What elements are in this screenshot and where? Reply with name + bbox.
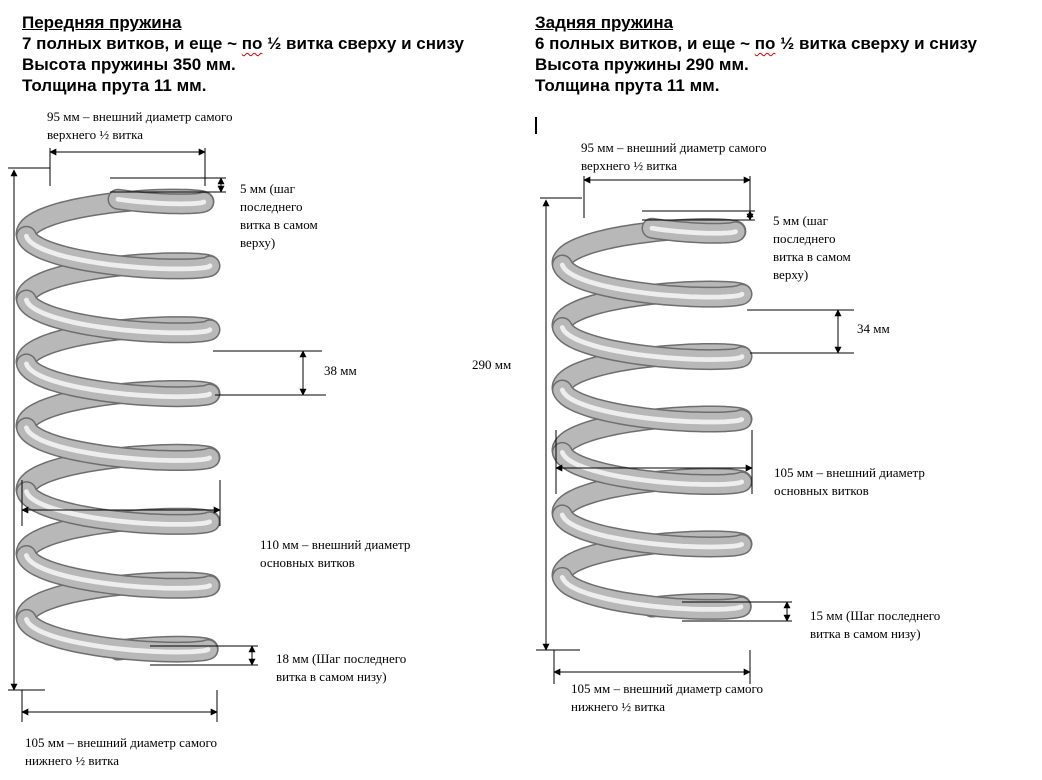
coil-path bbox=[559, 225, 745, 612]
text-cursor bbox=[535, 117, 537, 134]
front-spring-height-line: Высота пружины 350 мм. bbox=[22, 55, 236, 74]
coil-path bbox=[24, 196, 213, 655]
rear-pitch-label: 34 мм bbox=[857, 321, 890, 336]
rear-height-label: 290 мм bbox=[472, 357, 512, 372]
front-spring-coils-line: 7 полных витков, и еще ~ по ½ витка свер… bbox=[22, 34, 464, 53]
front-dimension-lines bbox=[8, 148, 326, 722]
rear-spring-height-line: Высота пружины 290 мм. bbox=[535, 55, 749, 74]
spellcheck-word: по bbox=[241, 34, 263, 53]
rear-spring-image bbox=[551, 217, 753, 620]
rear-spring-thickness-line: Толщина прута 11 мм. bbox=[535, 76, 720, 95]
front-top-pitch-label: 5 мм (шаг последнего витка в самом верху… bbox=[240, 181, 318, 250]
rear-top-pitch-label: 5 мм (шаг последнего витка в самом верху… bbox=[773, 213, 851, 282]
front-spring-image bbox=[15, 188, 221, 663]
front-pitch-label: 38 мм bbox=[324, 363, 357, 378]
rear-bottom-pitch-label: 15 мм (Шаг последнего витка в самом низу… bbox=[810, 608, 941, 641]
front-main-diameter-label: 110 мм – внешний диаметр основных витков bbox=[260, 537, 411, 570]
rear-spring-title: Задняя пружина bbox=[535, 13, 674, 32]
front-spring-title: Передняя пружина bbox=[22, 13, 182, 32]
front-spring-thickness-line: Толщина прута 11 мм. bbox=[22, 76, 207, 95]
front-bottom-pitch-label: 18 мм (Шаг последнего витка в самом низу… bbox=[276, 651, 407, 684]
rear-spring-heading: Задняя пружина 6 полных витков, и еще ~ … bbox=[535, 12, 977, 96]
front-bottom-diameter-label: 105 мм – внешний диаметр самого нижнего … bbox=[25, 735, 218, 768]
front-top-diameter-label: 95 мм – внешний диаметр самого верхнего … bbox=[47, 109, 233, 142]
rear-spring-coils-line: 6 полных витков, и еще ~ по ½ витка свер… bbox=[535, 34, 977, 53]
rear-main-diameter-label: 105 мм – внешний диаметр основных витков bbox=[774, 465, 925, 498]
spellcheck-word: по bbox=[754, 34, 776, 53]
rear-top-diameter-label: 95 мм – внешний диаметр самого верхнего … bbox=[581, 140, 767, 173]
front-spring-heading: Передняя пружина 7 полных витков, и еще … bbox=[22, 12, 464, 96]
rear-bottom-diameter-label: 105 мм – внешний диаметр самого нижнего … bbox=[571, 681, 764, 714]
rear-dimension-lines bbox=[536, 176, 854, 684]
